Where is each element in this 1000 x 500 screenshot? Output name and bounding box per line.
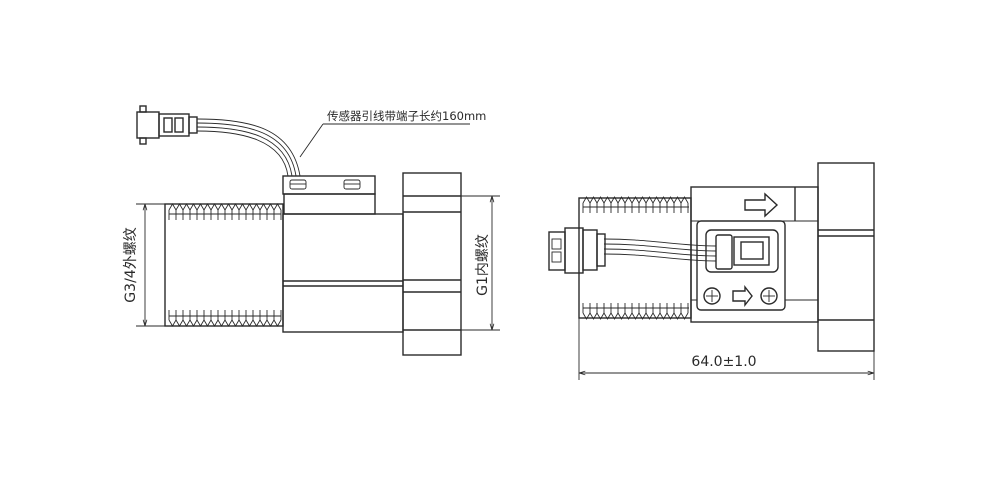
thread-serration	[582, 312, 689, 320]
lead-wire-note: 传感器引线带端子长约160mm	[327, 109, 486, 123]
right-lead-wires	[603, 238, 717, 262]
left-view: G3/4外螺纹 G1内螺纹 传感器引线带端子长约160mm	[123, 105, 500, 356]
right-view: 64.0±1.0	[548, 162, 875, 380]
length-dimension-label: 64.0±1.0	[691, 354, 756, 370]
outer-thread-dimension	[136, 203, 165, 327]
screw-left	[703, 287, 721, 305]
length-dimension	[578, 318, 875, 380]
thread-serration	[582, 196, 689, 204]
right-connector-plug	[548, 227, 606, 274]
outer-thread-label: G3/4外螺纹	[123, 227, 139, 302]
thread-serration	[168, 319, 282, 327]
wire-connector-plug	[136, 105, 198, 145]
inner-thread-label: G1内螺纹	[475, 234, 491, 296]
outer-thread-body	[164, 203, 284, 327]
wire-note-leader	[299, 123, 470, 158]
main-body	[282, 213, 404, 333]
right-thread-body	[578, 196, 692, 320]
hex-nut	[402, 172, 462, 356]
flow-direction-arrow-small	[732, 284, 753, 308]
flow-direction-arrow-top	[744, 192, 779, 218]
lead-wires	[196, 118, 301, 177]
sensor-cap	[282, 175, 376, 215]
screw-right	[760, 287, 778, 305]
sensor-window	[696, 220, 786, 311]
thread-serration	[168, 203, 282, 211]
right-hex-nut	[817, 162, 875, 352]
inner-thread-dimension	[461, 195, 500, 331]
